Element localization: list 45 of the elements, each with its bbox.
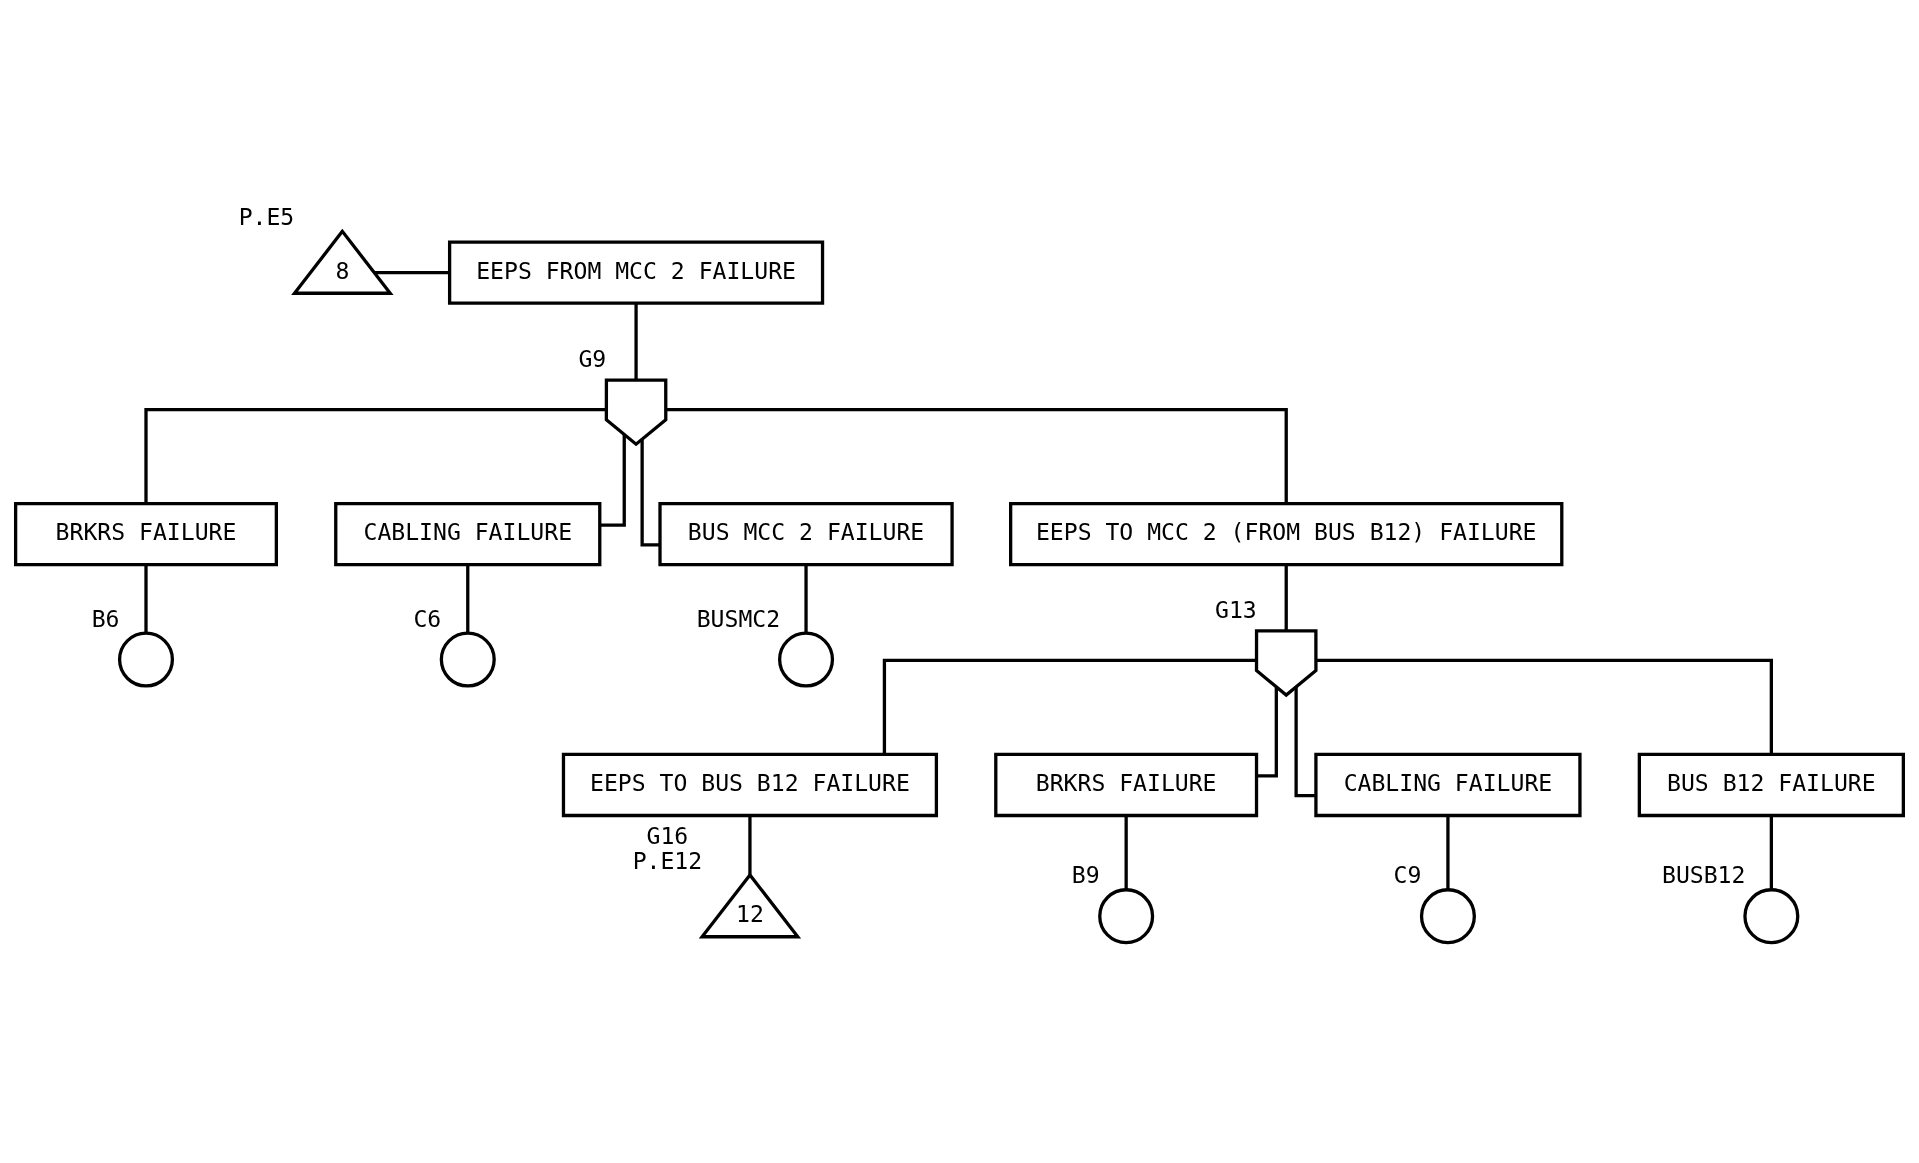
connector: [804, 564, 808, 633]
connector: [882, 658, 1256, 754]
node-label: P.E5: [238, 203, 295, 230]
connector: [466, 564, 470, 633]
node-label: B9: [1071, 861, 1100, 888]
connector: [144, 407, 607, 503]
connector: [374, 270, 450, 274]
node-circle: [778, 631, 835, 688]
connector: [1446, 815, 1450, 890]
node-box: BRKRS FAILURE: [14, 501, 278, 566]
connector: [634, 303, 638, 380]
node-gate: [1254, 628, 1318, 697]
connector: [748, 815, 752, 875]
node-label: G13: [1215, 596, 1257, 623]
connector: [1769, 815, 1773, 890]
node-box: BUS MCC 2 FAILURE: [658, 501, 954, 566]
connector: [1316, 658, 1773, 754]
node-box: BUS B12 FAILURE: [1637, 752, 1905, 817]
node-circle: [1419, 887, 1476, 944]
node-box: BRKRS FAILURE: [994, 752, 1259, 817]
node-box: EEPS TO BUS B12 FAILURE: [561, 752, 939, 817]
node-box: CABLING FAILURE: [1314, 752, 1582, 817]
node-label: C9: [1393, 861, 1422, 888]
node-circle: [1098, 887, 1155, 944]
node-box: CABLING FAILURE: [334, 501, 602, 566]
connector: [144, 564, 148, 633]
node-label: B6: [91, 605, 120, 632]
connector: [1294, 686, 1316, 797]
connector: [666, 407, 1288, 503]
node-gate: [604, 377, 668, 446]
node-box: EEPS TO MCC 2 (FROM BUS B12) FAILURE: [1009, 501, 1564, 566]
node-circle: [117, 631, 175, 688]
node-label: G9: [578, 345, 607, 372]
node-circle: [1743, 887, 1800, 944]
node-label: G16: [646, 822, 689, 849]
node-label: BUSMC2: [696, 605, 781, 632]
node-label: P.E12: [632, 847, 703, 874]
node-label: C6: [413, 605, 442, 632]
connector: [1124, 815, 1128, 890]
connector: [1256, 686, 1278, 778]
node-label: BUSB12: [1661, 861, 1746, 888]
node-circle: [439, 631, 496, 688]
node-box: EEPS FROM MCC 2 FAILURE: [447, 239, 825, 305]
connector: [1284, 564, 1288, 631]
connector: [640, 439, 660, 546]
